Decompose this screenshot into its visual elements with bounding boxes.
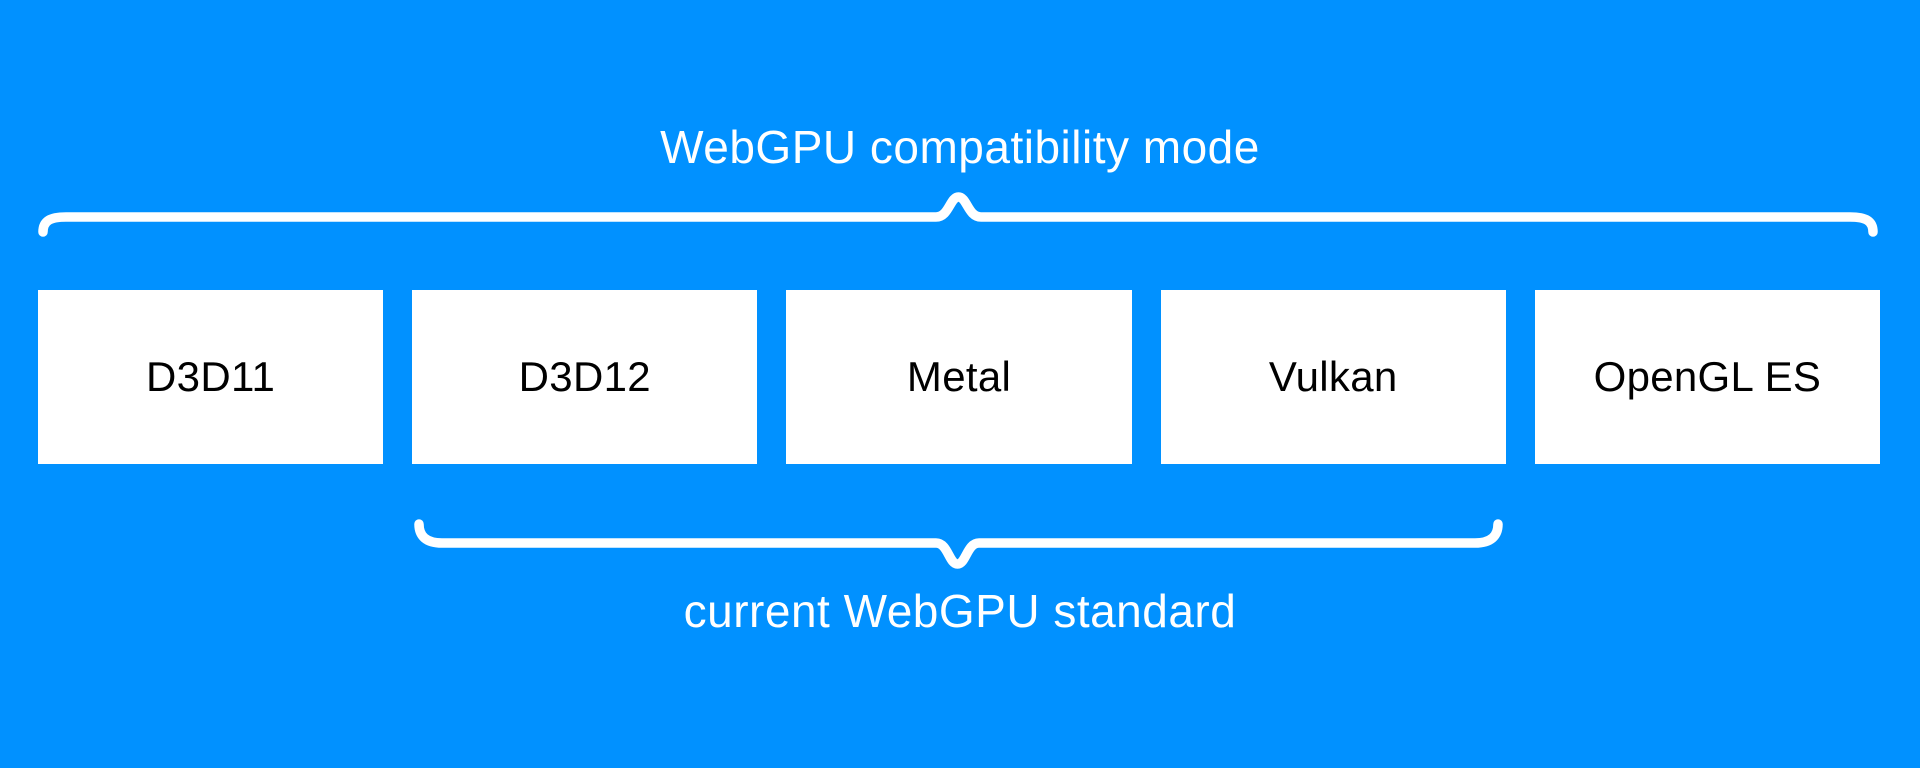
- api-box-label: OpenGL ES: [1593, 353, 1822, 400]
- top-brace-label: WebGPU compatibility mode: [660, 121, 1260, 173]
- api-box-label: Vulkan: [1268, 353, 1398, 400]
- api-box-d3d11: D3D11: [38, 290, 384, 464]
- bottom-brace: [414, 519, 1503, 569]
- api-box-vulkan: Vulkan: [1160, 290, 1506, 464]
- api-box-d3d12: D3D12: [412, 290, 758, 464]
- api-box-opengl-es: OpenGL ES: [1534, 290, 1881, 464]
- top-brace: [38, 192, 1878, 237]
- api-box-label: D3D12: [518, 353, 651, 400]
- api-box-label: Metal: [906, 353, 1012, 400]
- api-box-label: D3D11: [146, 353, 276, 400]
- api-boxes-row: D3D11 D3D12 Metal Vulkan OpenGL ES: [38, 290, 1881, 464]
- api-box-metal: Metal: [786, 290, 1132, 464]
- bottom-brace-label: current WebGPU standard: [683, 585, 1237, 637]
